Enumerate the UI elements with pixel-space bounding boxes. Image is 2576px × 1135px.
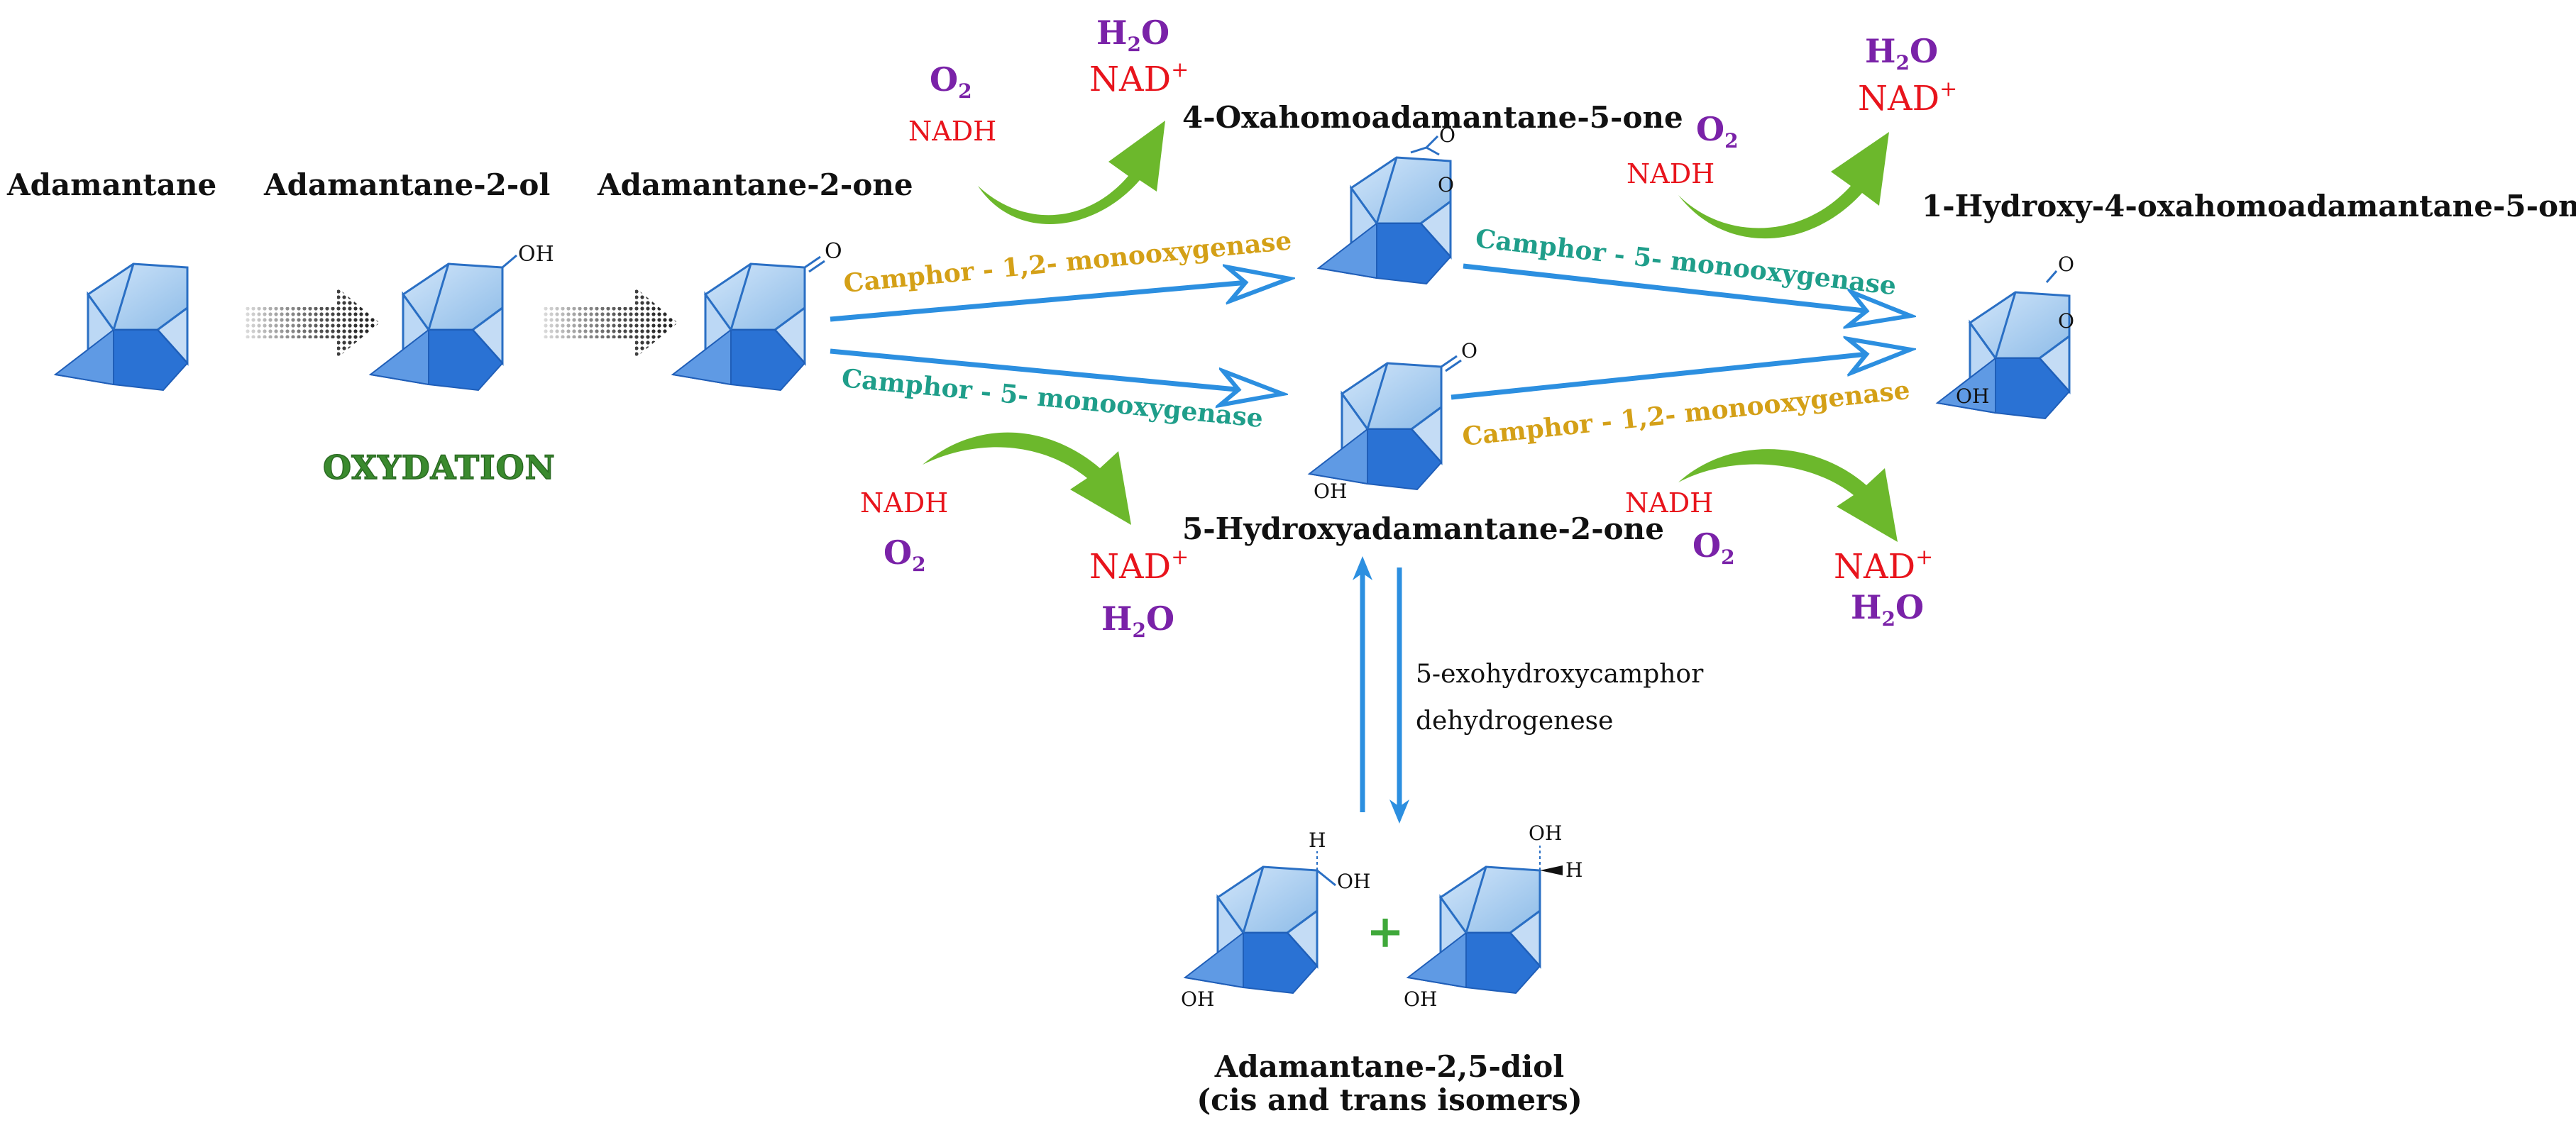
label-adamantane-2-ol: Adamantane-2-ol	[263, 167, 550, 202]
atom-oh: OH	[1337, 870, 1370, 893]
atom-oh: OH	[1404, 987, 1437, 1011]
label-oxydation: OXYDATION	[323, 448, 556, 487]
nad-plus-2: NAD+	[1858, 77, 1957, 118]
label-adamantane: Adamantane	[6, 167, 216, 202]
oxidation-arrow-2	[543, 287, 678, 358]
o2-1: O2	[930, 60, 972, 103]
arrow-ketone-to-lactone	[830, 279, 1288, 322]
molecule-adamantane-2-one: O	[671, 239, 842, 392]
nad-plus-3: NAD+	[1089, 545, 1189, 587]
molecule-adamantane-2-ol: OH	[369, 242, 554, 392]
molecule-diol-trans: OH H OH	[1404, 821, 1583, 1011]
nadh-3: NADH	[860, 487, 948, 519]
enzyme-cmo12-bottom-right: Camphor - 1,2- monooxygenase	[1461, 375, 1912, 452]
molecule-diol-cis: H OH OH	[1181, 829, 1370, 1011]
arrow-hydroxyketone-to-hydroxylactone	[1451, 350, 1909, 400]
nad-plus-4: NAD+	[1834, 545, 1933, 587]
label-oxahomoadamantanone: 4-Oxahomoadamantane-5-one	[1182, 100, 1683, 135]
atom-h: H	[1565, 858, 1583, 882]
atom-h: H	[1309, 829, 1326, 852]
label-hydroxy-oxahomoadamantanone: 1-Hydroxy-4-oxahomoadamantane-5-one	[1922, 189, 2576, 223]
atom-o: O	[825, 239, 842, 264]
atom-o: O	[1461, 339, 1477, 362]
molecule-adamantane	[54, 262, 189, 392]
atom-o: O	[2058, 309, 2074, 333]
o2-4: O2	[1692, 526, 1735, 569]
atom-o: O	[1439, 123, 1455, 147]
atom-oh: OH	[1314, 480, 1347, 503]
label-diol-isomers: (cis and trans isomers)	[1196, 1083, 1582, 1117]
atom-oh: OH	[518, 242, 554, 267]
atom-o: O	[2058, 253, 2074, 276]
nadh-4: NADH	[1625, 487, 1713, 519]
enzyme-dehydrogenase-line2: dehydrogenese	[1416, 707, 1613, 736]
nadh-1: NADH	[908, 116, 996, 147]
arrow-ketone-to-hydroxyketone	[830, 348, 1281, 394]
arrow-lactone-to-hydroxylactone	[1463, 263, 1909, 316]
cofactor-arrow-3	[923, 432, 1131, 525]
enzyme-dehydrogenase-line1: 5-exohydroxycamphor	[1416, 660, 1704, 689]
atom-oh: OH	[1956, 384, 1989, 408]
h2o-1: H2O	[1096, 13, 1169, 56]
label-diol: Adamantane-2,5-diol	[1214, 1049, 1564, 1084]
oxidation-arrow-1	[245, 287, 380, 358]
cofactor-arrow-2	[1678, 132, 1889, 239]
molecule-hydroxy-oxahomoadamantanone: O O OH	[1936, 253, 2074, 420]
atom-oh: OH	[1181, 987, 1214, 1011]
h2o-3: H2O	[1101, 599, 1174, 642]
o2-3: O2	[884, 533, 926, 576]
nad-plus-1: NAD+	[1089, 57, 1189, 99]
enzyme-cmo12-top: Camphor - 1,2- monooxygenase	[842, 226, 1293, 299]
atom-o: O	[1438, 173, 1454, 196]
o2-2: O2	[1696, 110, 1739, 153]
cofactor-arrow-1	[978, 121, 1165, 224]
atom-oh: OH	[1529, 821, 1562, 845]
label-adamantane-2-one: Adamantane-2-one	[597, 167, 913, 202]
label-hydroxyadamantanone: 5-Hydroxyadamantane-2-one	[1182, 511, 1664, 546]
molecule-hydroxyadamantanone: O OH	[1308, 339, 1477, 503]
h2o-2: H2O	[1865, 32, 1938, 74]
h2o-4: H2O	[1851, 588, 1924, 631]
molecule-oxahomoadamantanone: O O	[1317, 123, 1455, 285]
nadh-2: NADH	[1626, 158, 1714, 189]
cofactor-arrow-4	[1678, 449, 1898, 542]
plus-sign: +	[1366, 905, 1404, 958]
